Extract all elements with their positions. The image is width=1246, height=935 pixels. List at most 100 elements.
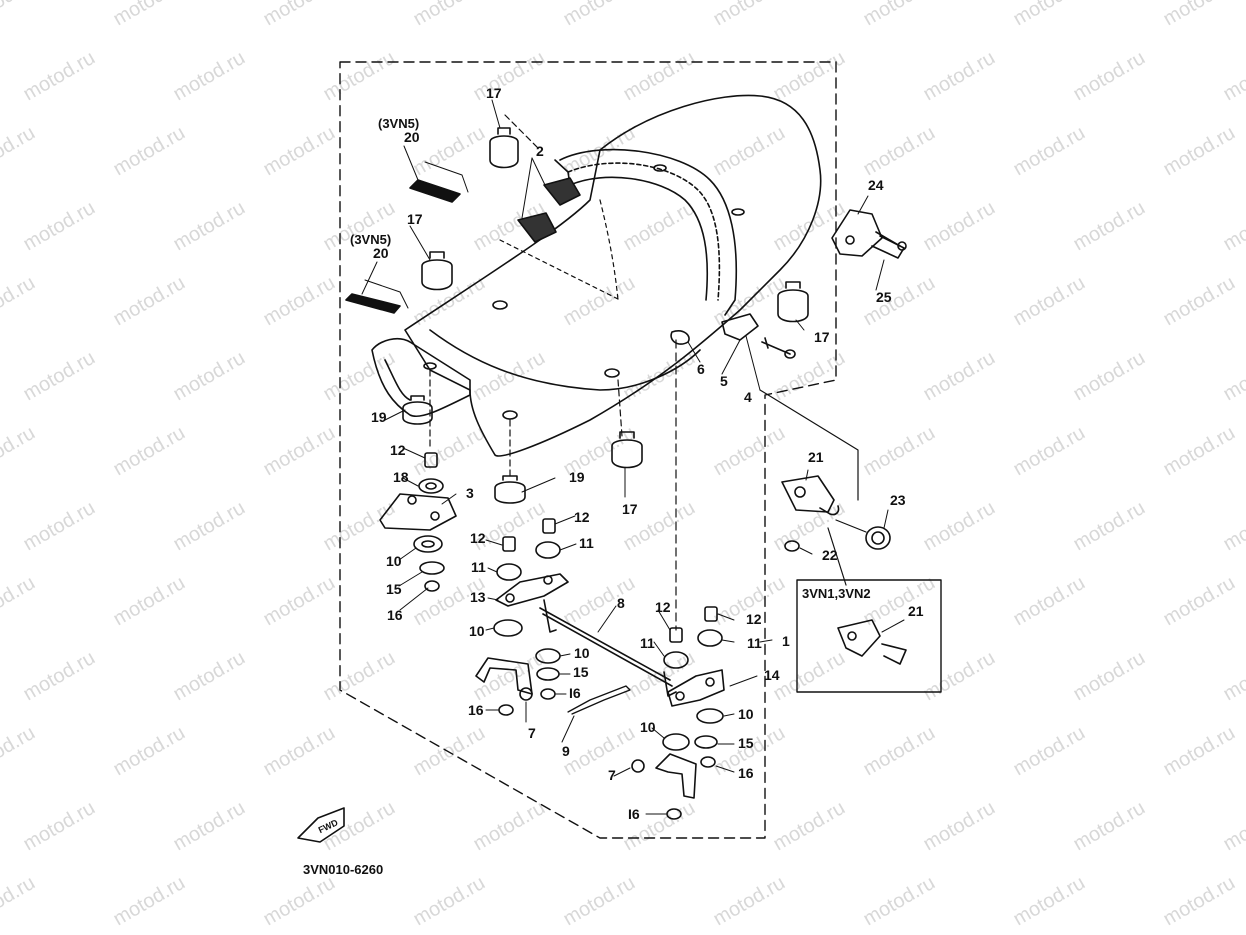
nut-7-b	[631, 759, 645, 773]
callout-c15: 15	[386, 581, 402, 597]
callout-c14: 14	[764, 667, 780, 683]
callout-c17: 17	[814, 329, 830, 345]
clip-2-a	[543, 177, 581, 206]
inset-title: 3VN1,3VN2	[802, 586, 871, 601]
callout-c17: 17	[486, 85, 502, 101]
plate-14	[667, 669, 725, 707]
inset-box	[796, 579, 942, 693]
washer-15-b	[536, 667, 560, 681]
callout-c8: 8	[617, 595, 625, 611]
variant-label-3vn5-b: (3VN5)	[350, 232, 391, 247]
callout-c12: 12	[390, 442, 406, 458]
callout-c12: 12	[470, 530, 486, 546]
lock-21	[781, 475, 840, 516]
callout-c20: 20	[404, 129, 420, 145]
callout-c7: 7	[608, 767, 616, 783]
pad-20-a	[409, 179, 461, 203]
washer-10-e	[662, 733, 690, 751]
callout-c12: 12	[655, 599, 671, 615]
callout-c18: 18	[393, 469, 409, 485]
callout-c4: 4	[744, 389, 752, 405]
fwd-label: FWD	[317, 817, 340, 835]
callout-c13: 13	[470, 589, 486, 605]
callout-c19: 19	[569, 469, 585, 485]
callout-c15: 15	[738, 735, 754, 751]
lock-21-inset	[837, 619, 907, 665]
nut-16-c	[540, 688, 556, 700]
damper-19-b	[494, 475, 526, 504]
collar-12-c	[542, 518, 556, 534]
callout-c22: 22	[822, 547, 838, 563]
nut-16-b	[498, 704, 514, 716]
bracket-7-b	[655, 753, 697, 799]
callout-c11: 11	[579, 535, 594, 551]
callout-c16: 16	[738, 765, 754, 781]
callout-c24: 24	[868, 177, 884, 193]
washer-15-c	[694, 735, 718, 749]
grommet-11-d	[663, 651, 689, 669]
seat-body	[371, 94, 822, 457]
collar-12-b	[502, 536, 516, 552]
damper-17-c	[777, 281, 809, 323]
callout-c10: 10	[469, 623, 485, 639]
shaft-8	[539, 599, 677, 697]
callout-c10: 10	[640, 719, 656, 735]
damper-19-a	[402, 395, 433, 425]
washer-10-d	[696, 708, 724, 724]
cap-23	[865, 526, 891, 550]
washer-10-c	[535, 648, 561, 664]
callout-c16: 16	[387, 607, 403, 623]
fwd-arrow	[297, 807, 345, 843]
callout-c19: 19	[371, 409, 387, 425]
variant-label-3vn5-a: (3VN5)	[378, 116, 419, 131]
collar-12-a	[424, 452, 438, 468]
callout-c10: 10	[386, 553, 402, 569]
callout-c10: 10	[574, 645, 590, 661]
assembly-boundary	[339, 61, 837, 839]
callout-c10: 10	[738, 706, 754, 722]
callout-c20: 20	[373, 245, 389, 261]
diagram-code: 3VN010-6260	[303, 862, 383, 877]
callout-c9: 9	[562, 743, 570, 759]
callout-c11: 11	[640, 635, 655, 651]
grommet-11-b	[496, 563, 522, 581]
callout-c5: 5	[720, 373, 728, 389]
callout-c21: 21	[808, 449, 824, 465]
callout-c6: 6	[697, 361, 705, 377]
washer-15-a	[419, 561, 445, 575]
callout-c15: 15	[573, 664, 589, 680]
bolt-4	[761, 337, 796, 359]
bolt-25	[875, 231, 907, 251]
callout-c16b: I6	[628, 806, 640, 822]
nut-22	[784, 540, 800, 552]
callout-c23: 23	[890, 492, 906, 508]
damper-17-d	[611, 431, 643, 469]
bracket-7-a	[475, 657, 533, 695]
plate-13	[495, 573, 569, 607]
callout-c1: 1	[782, 633, 790, 649]
clip-2-b	[517, 212, 557, 243]
callout-c7: 7	[528, 725, 536, 741]
callout-c25: 25	[876, 289, 892, 305]
callout-c2: 2	[536, 143, 544, 159]
bracket-3	[379, 493, 457, 531]
grommet-11-a	[535, 541, 561, 559]
callout-c12: 12	[746, 611, 762, 627]
latch-24	[831, 209, 905, 259]
damper-17-a	[489, 127, 519, 169]
spring-9	[567, 685, 631, 715]
nut-16-e	[666, 808, 682, 820]
damper-17-b	[421, 251, 453, 291]
callout-c17: 17	[407, 211, 423, 227]
nut-16-a	[424, 580, 440, 592]
washer-10-a	[413, 535, 443, 553]
pad-20-b	[345, 293, 401, 314]
callout-c17: 17	[622, 501, 638, 517]
collar-12-e	[704, 606, 718, 622]
washer-10-b	[493, 619, 523, 637]
nut-16-d	[700, 756, 716, 768]
nut-7-a	[519, 687, 533, 701]
callout-c11: 11	[747, 635, 762, 651]
callout-c11: 11	[471, 559, 486, 575]
